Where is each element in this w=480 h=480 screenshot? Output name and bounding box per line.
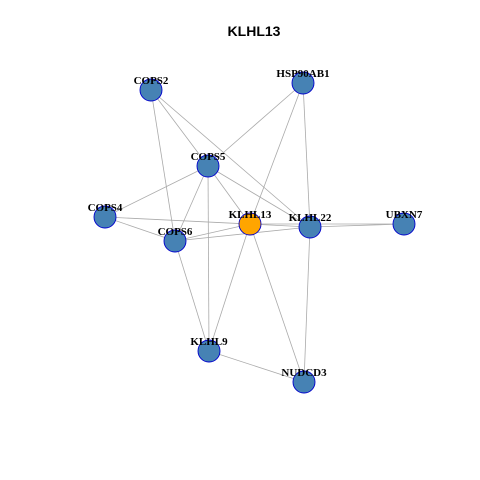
graph-title: KLHL13 <box>228 23 281 39</box>
edge-cops5-klhl22 <box>207 165 311 228</box>
edge-cops6-klhl13 <box>174 223 251 242</box>
edge-hsp90ab1-klhl22 <box>302 82 311 228</box>
node-label-cops5: COPS5 <box>191 151 226 163</box>
node-label-klhl22: KLHL22 <box>289 212 332 224</box>
node-klhl9 <box>197 339 221 363</box>
edge-hsp90ab1-klhl13 <box>249 82 304 225</box>
edge-klhl9-nudcd3 <box>208 350 305 383</box>
node-klhl22 <box>298 215 322 239</box>
node-cops4 <box>93 205 117 229</box>
node-label-cops6: COPS6 <box>158 226 193 238</box>
edge-klhl22-nudcd3 <box>303 226 311 383</box>
edge-cops2-klhl22 <box>150 89 311 228</box>
edge-cops5-cops4 <box>104 165 209 218</box>
edge-cops6-klhl9 <box>174 240 210 352</box>
node-label-ubxn7: UBXN7 <box>386 209 423 221</box>
edge-klhl22-ubxn7 <box>309 223 405 228</box>
edge-cops5-klhl13 <box>207 165 251 225</box>
node-label-klhl13: KLHL13 <box>229 209 272 221</box>
node-ubxn7 <box>392 212 416 236</box>
node-cops2 <box>139 78 163 102</box>
edge-hsp90ab1-cops5 <box>207 82 304 167</box>
node-klhl13 <box>238 212 262 236</box>
node-label-hsp90ab1: HSP90AB1 <box>276 68 329 80</box>
node-label-cops2: COPS2 <box>134 75 169 87</box>
node-nudcd3 <box>292 370 316 394</box>
node-label-klhl9: KLHL9 <box>190 336 228 348</box>
edge-cops6-klhl22 <box>174 226 311 242</box>
edge-cops5-cops6 <box>174 165 209 242</box>
edge-cops4-klhl22 <box>104 216 311 228</box>
node-label-cops4: COPS4 <box>88 202 123 214</box>
node-cops5 <box>196 154 220 178</box>
edge-layer <box>104 82 405 383</box>
node-cops6 <box>163 229 187 253</box>
edge-cops4-cops6 <box>104 216 176 242</box>
edge-klhl13-nudcd3 <box>249 223 305 383</box>
node-hsp90ab1 <box>291 71 315 95</box>
edge-cops5-klhl9 <box>207 165 210 352</box>
node-label-nudcd3: NUDCD3 <box>281 367 327 379</box>
node-layer <box>93 71 416 394</box>
edge-klhl13-klhl9 <box>208 223 251 352</box>
edge-cops2-cops6 <box>150 89 176 242</box>
edge-cops2-cops5 <box>150 89 209 167</box>
